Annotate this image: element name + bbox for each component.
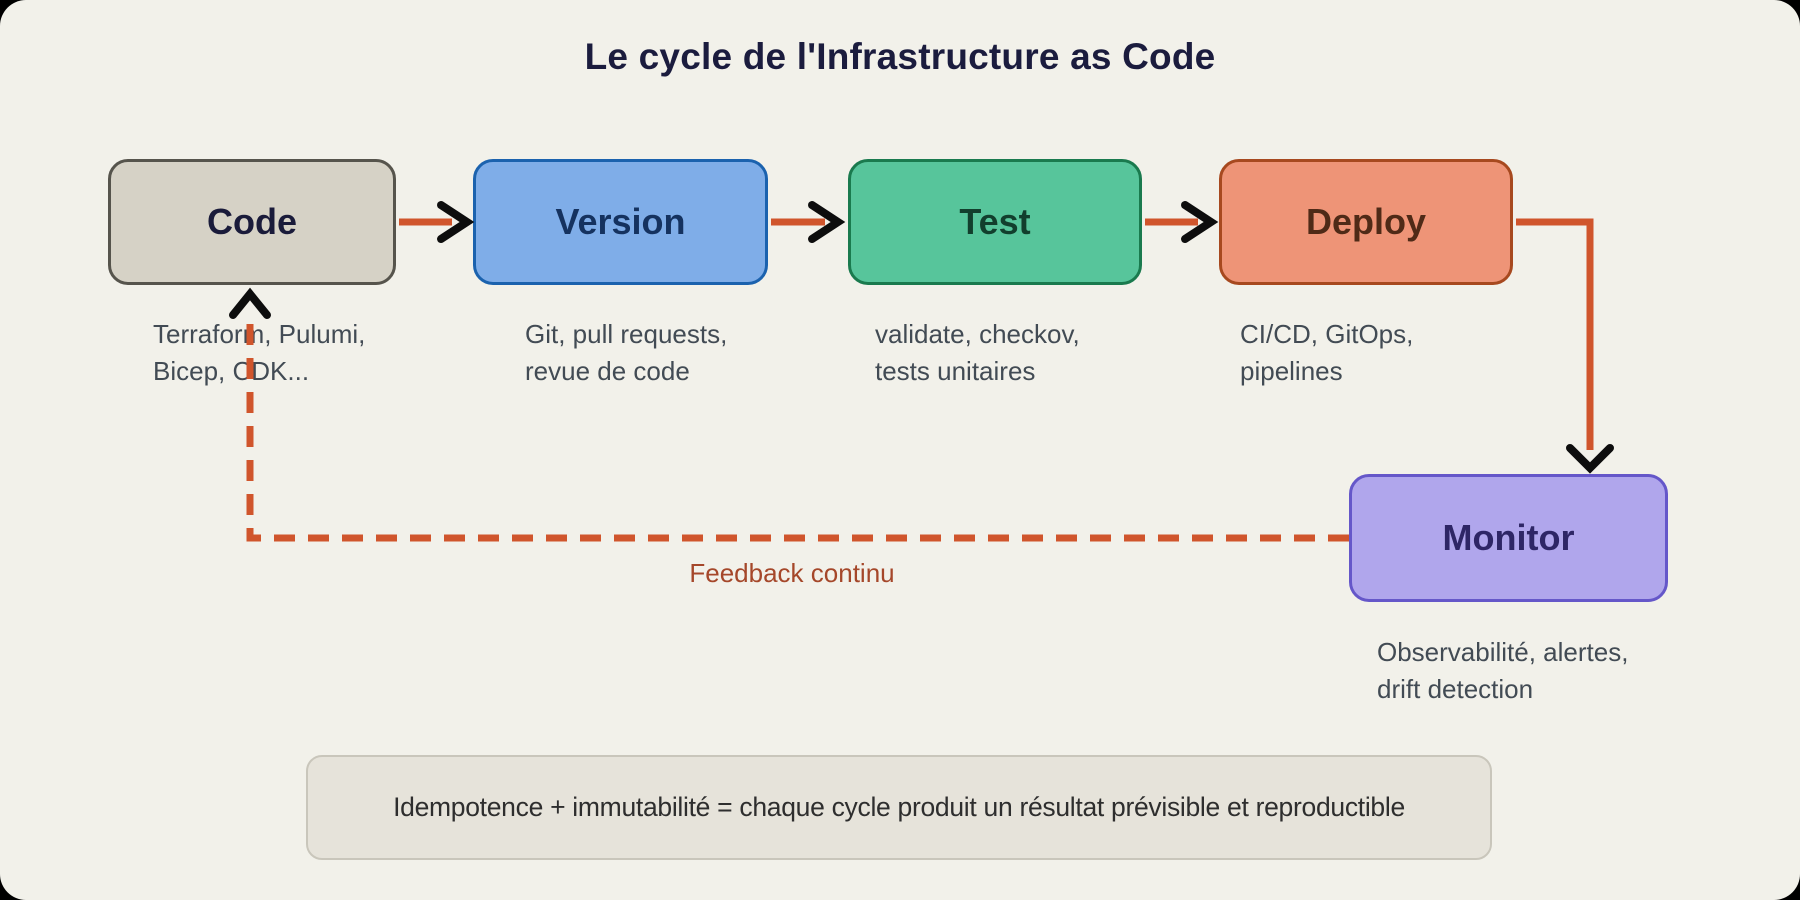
arrow-elbow-shaft [1516,218,1594,450]
arrow-head-right-icon [437,201,475,243]
node-version: Version [473,159,768,285]
node-deploy-description: CI/CD, GitOps, pipelines [1240,319,1414,386]
feedback-edge-label: Feedback continu [689,558,895,588]
feedback-dashed-line [246,312,1349,542]
node-code-description: Terraform, Pulumi, Bicep, CDK... [153,319,366,386]
arrow-head-up-icon [229,287,271,319]
summary-note-text: Idempotence + immutabilité = chaque cycl… [393,792,1405,822]
arrow-version-to-test [771,201,846,243]
arrow-head-right-icon [1181,201,1219,243]
node-monitor: Monitor [1349,474,1668,602]
arrow-test-to-deploy [1145,201,1219,243]
node-code-label: Code [207,201,297,242]
node-deploy-label: Deploy [1305,201,1427,242]
node-test: Test [848,159,1142,285]
arrow-head-right-icon [808,201,846,243]
node-deploy: Deploy [1219,159,1513,285]
node-test-label: Test [959,201,1031,242]
node-version-label: Version [555,201,686,242]
node-monitor-label: Monitor [1442,517,1575,558]
arrow-code-to-version [399,201,475,243]
feedback-dashed-arrow-monitor-to-code [229,287,1349,542]
arrow-head-down-icon [1566,444,1614,474]
node-monitor-description: Observabilité, alertes, drift detection [1377,637,1629,704]
node-version-description: Git, pull requests, revue de code [525,319,728,386]
summary-note-box: Idempotence + immutabilité = chaque cycl… [306,755,1492,860]
node-test-description: validate, checkov, tests unitaires [875,319,1080,386]
page-title: Le cycle de l'Infrastructure as Code [584,36,1216,77]
node-code: Code [108,159,396,285]
arrow-deploy-to-monitor [1516,218,1614,474]
